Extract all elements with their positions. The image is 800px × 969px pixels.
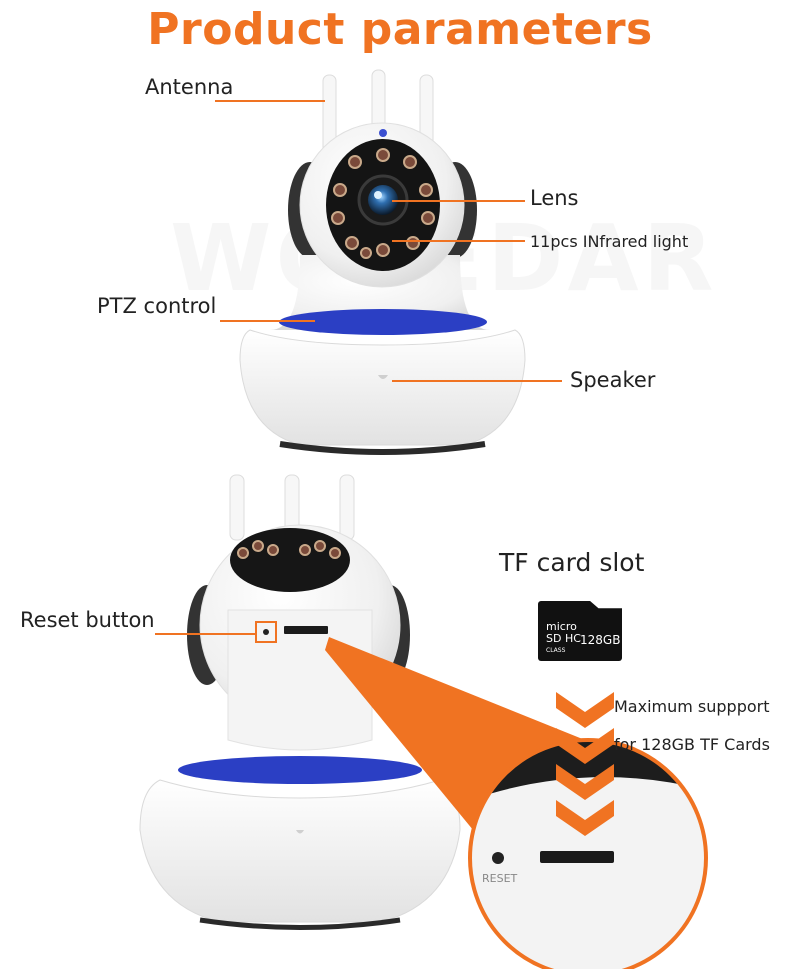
label-lens: Lens — [530, 186, 579, 210]
leader-antenna — [215, 100, 325, 102]
card-class: CLASS — [546, 647, 566, 654]
zoom-reset-text: RESET — [482, 872, 518, 885]
label-support-line2: for 128GB TF Cards — [614, 735, 770, 754]
label-tf-card-slot: TF card slot — [499, 548, 645, 577]
leader-speaker — [392, 380, 562, 382]
chevron-down-arrows — [556, 692, 614, 836]
leader-reset — [155, 633, 255, 635]
camera-front-view — [239, 69, 526, 455]
label-antenna: Antenna — [145, 75, 234, 99]
microsd-card-image: micro SD HC 128GB CLASS — [538, 601, 622, 661]
label-reset-button: Reset button — [20, 608, 155, 632]
label-support-line1: Maximum suppport — [614, 697, 770, 716]
page-title: Product parameters — [147, 4, 653, 55]
leader-infrared — [392, 240, 525, 242]
card-logo: SD HC — [546, 632, 581, 645]
card-capacity: 128GB — [580, 633, 621, 647]
label-infrared: 11pcs INfrared light — [530, 232, 689, 251]
leader-lens — [392, 200, 525, 202]
card-brand: micro — [546, 620, 577, 633]
label-speaker: Speaker — [570, 368, 656, 392]
label-ptz-control: PTZ control — [97, 294, 217, 318]
leader-ptz — [220, 320, 315, 322]
